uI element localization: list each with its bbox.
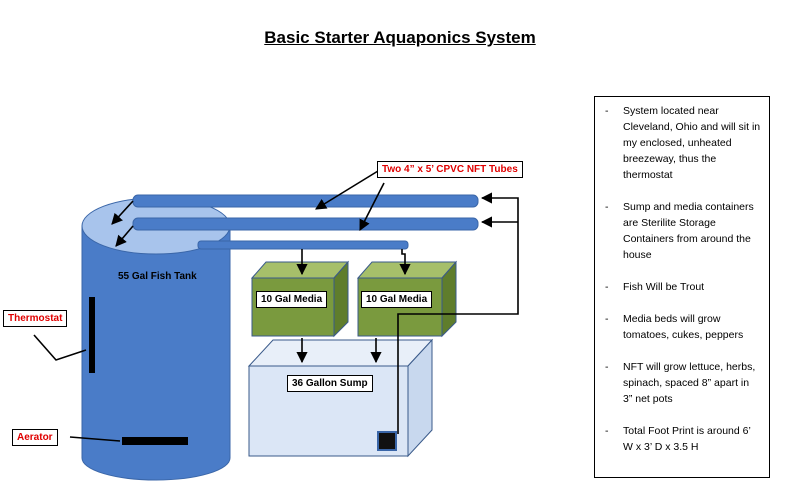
note-item: Media beds will grow tomatoes, cukes, pe… bbox=[601, 311, 761, 343]
note-item: NFT will grow lettuce, herbs, spinach, s… bbox=[601, 359, 761, 407]
aerator-stone bbox=[122, 437, 188, 445]
fish-tank-label: 55 Gal Fish Tank bbox=[118, 271, 197, 282]
aerator-label: Aerator bbox=[12, 429, 58, 446]
media-right-inflow-arrow bbox=[399, 249, 411, 276]
media-left-label: 10 Gal Media bbox=[256, 291, 328, 308]
note-item: Sump and media containers are Sterilite … bbox=[601, 199, 761, 263]
note-item: System located near Cleveland, Ohio and … bbox=[601, 103, 761, 183]
note-item: Total Foot Print is around 6’ W x 3’ D x… bbox=[601, 423, 761, 455]
media-right-label: 10 Gal Media bbox=[361, 291, 433, 308]
aerator-leader bbox=[69, 436, 121, 442]
sump-pump bbox=[377, 431, 397, 451]
thermostat-leader bbox=[33, 334, 87, 361]
tube2-drain-arrow bbox=[115, 225, 134, 247]
sump-box bbox=[247, 338, 434, 458]
nft-label-arrow-2 bbox=[359, 182, 385, 231]
distribution-pipe bbox=[197, 240, 409, 250]
sump-label: 36 Gallon Sump bbox=[287, 375, 373, 392]
nft-tube-1 bbox=[132, 194, 479, 208]
thermostat-probe bbox=[89, 297, 95, 373]
nft-label-arrow-1 bbox=[315, 170, 379, 210]
nft-tube-2 bbox=[132, 217, 479, 231]
notes-panel: System located near Cleveland, Ohio and … bbox=[594, 96, 770, 478]
diagram-title: Basic Starter Aquaponics System bbox=[264, 28, 536, 47]
thermostat-label: Thermostat bbox=[3, 310, 68, 327]
nft-tubes-label: Two 4” x 5’ CPVC NFT Tubes bbox=[377, 161, 523, 178]
return-line bbox=[397, 192, 519, 434]
tube1-drain-arrow bbox=[111, 200, 134, 225]
note-item: Fish Will be Trout bbox=[601, 279, 761, 295]
